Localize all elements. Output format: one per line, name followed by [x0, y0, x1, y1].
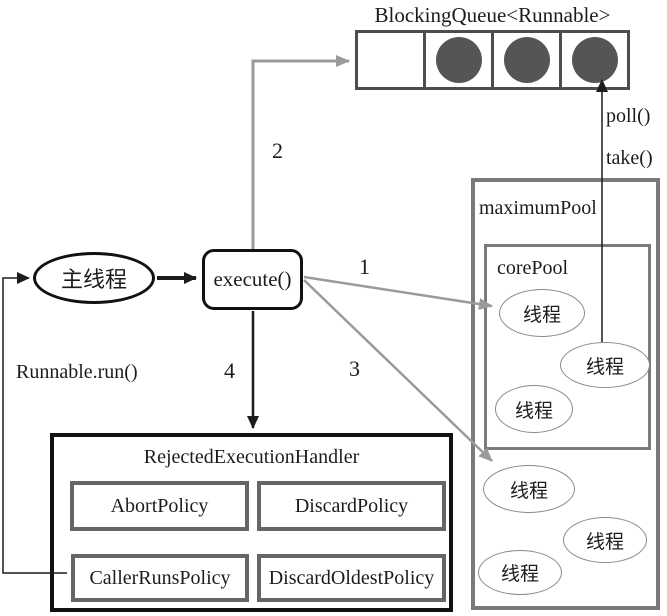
step-3-label: 3 — [349, 356, 360, 381]
queue-cell — [491, 33, 559, 87]
take-label: take() — [606, 147, 653, 169]
task-circle-icon — [503, 37, 550, 83]
execute-node: execute() — [202, 249, 303, 310]
abort-policy-box: AbortPolicy — [70, 481, 249, 531]
arrow-step1-to-corepool — [303, 275, 493, 310]
thread-node: 线程 — [483, 465, 575, 513]
queue-cell — [559, 33, 627, 87]
queue-cell — [423, 33, 491, 87]
blocking-queue — [355, 30, 630, 90]
core-pool-label: corePool — [497, 257, 569, 279]
blocking-queue-title: BlockingQueue<Runnable> — [374, 3, 611, 27]
step-2-label: 2 — [272, 138, 283, 163]
task-circle-icon — [571, 37, 618, 83]
step-1-label: 1 — [359, 254, 370, 279]
thread-node: 线程 — [478, 550, 562, 595]
poll-label: poll() — [606, 105, 651, 127]
main-thread-node: 主线程 — [33, 252, 155, 304]
thread-node: 线程 — [499, 289, 585, 337]
task-circle-icon — [435, 37, 482, 83]
runnable-run-label: Runnable.run() — [16, 361, 138, 383]
rejected-execution-handler-box: RejectedExecutionHandler AbortPolicy Dis… — [50, 433, 453, 612]
discard-oldest-policy-box: DiscardOldestPolicy — [257, 554, 446, 602]
maximum-pool-label: maximumPool — [479, 197, 597, 219]
caller-runs-policy-box: CallerRunsPolicy — [71, 554, 249, 602]
queue-cell-empty — [358, 33, 423, 87]
rejected-execution-handler-title: RejectedExecutionHandler — [143, 446, 360, 468]
step-4-label: 4 — [224, 358, 235, 383]
thread-node: 线程 — [560, 342, 650, 388]
thread-node: 线程 — [495, 385, 573, 433]
discard-policy-box: DiscardPolicy — [257, 481, 446, 531]
thread-node: 线程 — [563, 517, 647, 563]
